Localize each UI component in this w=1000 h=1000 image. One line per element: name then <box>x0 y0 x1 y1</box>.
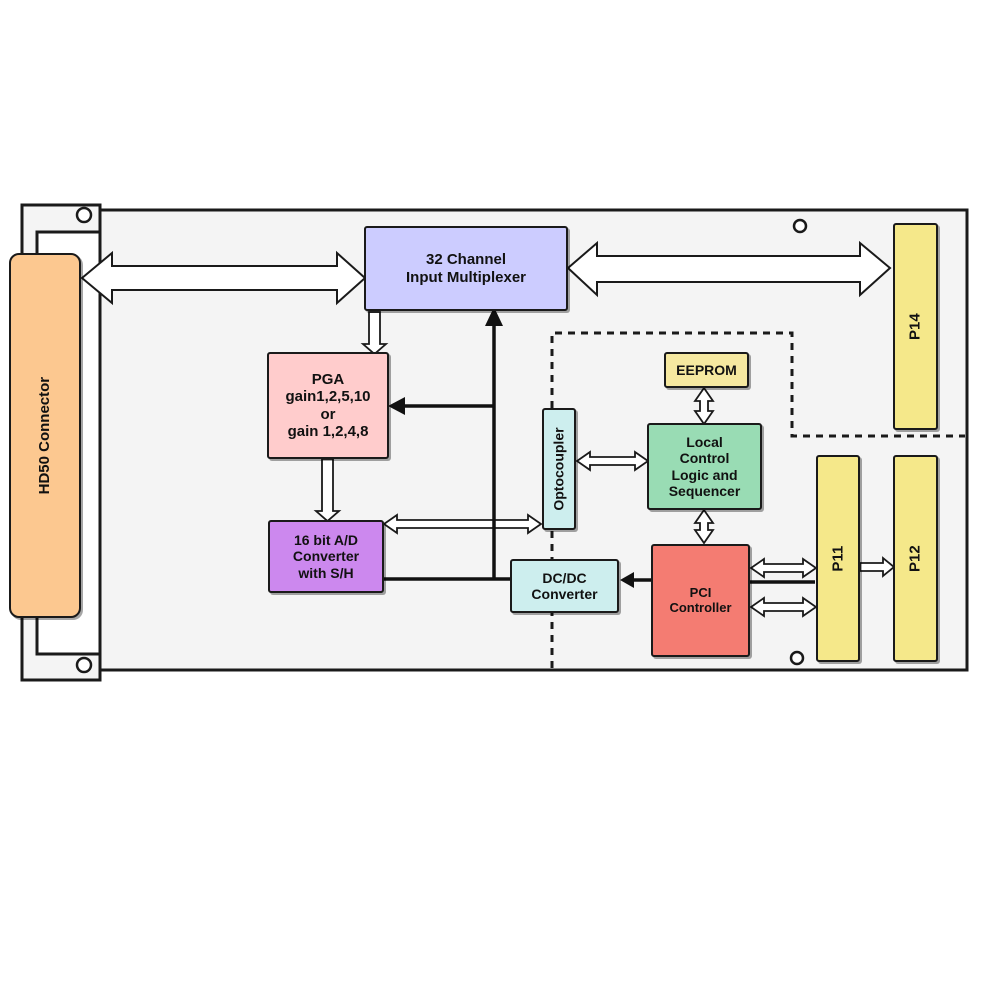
pga-label-line4: gain 1,2,4,8 <box>287 422 369 440</box>
p12-label: P12 <box>906 545 924 572</box>
pga-label-line3: or <box>320 405 336 423</box>
pga-label-line1: PGA <box>311 371 345 388</box>
hd50-connector: HD50 Connector <box>9 253 81 618</box>
local-control-block: Local Control Logic and Sequencer <box>647 423 762 510</box>
power-lines <box>384 324 815 584</box>
multiplexer-label-line1: 32 Channel <box>425 251 507 269</box>
p14-connector: P14 <box>893 223 938 430</box>
adc-block: 16 bit A/D Converter with S/H <box>268 520 384 593</box>
dcdc-label-line1: DC/DC <box>542 569 587 586</box>
pci-label-line2: Controller <box>669 599 732 615</box>
multiplexer-label-line2: Input Multiplexer <box>406 268 526 286</box>
pga-adc-arrow <box>313 458 342 523</box>
adc-label-line1: 16 bit A/D <box>293 532 359 549</box>
mounting-hole <box>792 218 808 234</box>
control-pci-arrow <box>693 508 715 545</box>
p11-connector: P11 <box>816 455 860 662</box>
p14-label: P14 <box>906 313 924 340</box>
p12-connector: P12 <box>893 455 938 662</box>
dcdc-label-line2: Converter <box>531 586 598 602</box>
local-control-line1: Local <box>686 434 723 451</box>
optocoupler-block: Optocoupler <box>542 408 576 530</box>
local-control-line2: Control <box>679 450 730 467</box>
eeprom-block: EEPROM <box>664 352 749 388</box>
mounting-hole <box>789 650 805 666</box>
local-control-line4: Sequencer <box>668 482 741 499</box>
adc-label-line3: with S/H <box>298 564 354 581</box>
input-multiplexer-block: 32 Channel Input Multiplexer <box>364 226 568 311</box>
pci-label-line1: PCI <box>689 584 712 600</box>
eeprom-label: EEPROM <box>676 361 737 378</box>
adc-label-line2: Converter <box>292 548 360 565</box>
local-control-line3: Logic and <box>671 466 738 483</box>
power-arrowheads <box>388 307 634 588</box>
mux-p14-bus-arrow <box>566 240 892 298</box>
hd50-label: HD50 Connector <box>36 376 54 495</box>
dcdc-converter-block: DC/DC Converter <box>510 559 619 613</box>
pga-label-line2: gain1,2,5,10 <box>285 388 371 406</box>
optocoupler-label: Optocoupler <box>550 427 567 511</box>
p11-p12-arrow <box>859 556 896 578</box>
p11-label: P11 <box>829 545 847 572</box>
mux-pga-arrow <box>360 311 389 356</box>
adc-opto-arrow <box>382 513 543 535</box>
pci-controller-block: PCI Controller <box>651 544 750 657</box>
pga-block: PGA gain1,2,5,10 or gain 1,2,4,8 <box>267 352 389 459</box>
